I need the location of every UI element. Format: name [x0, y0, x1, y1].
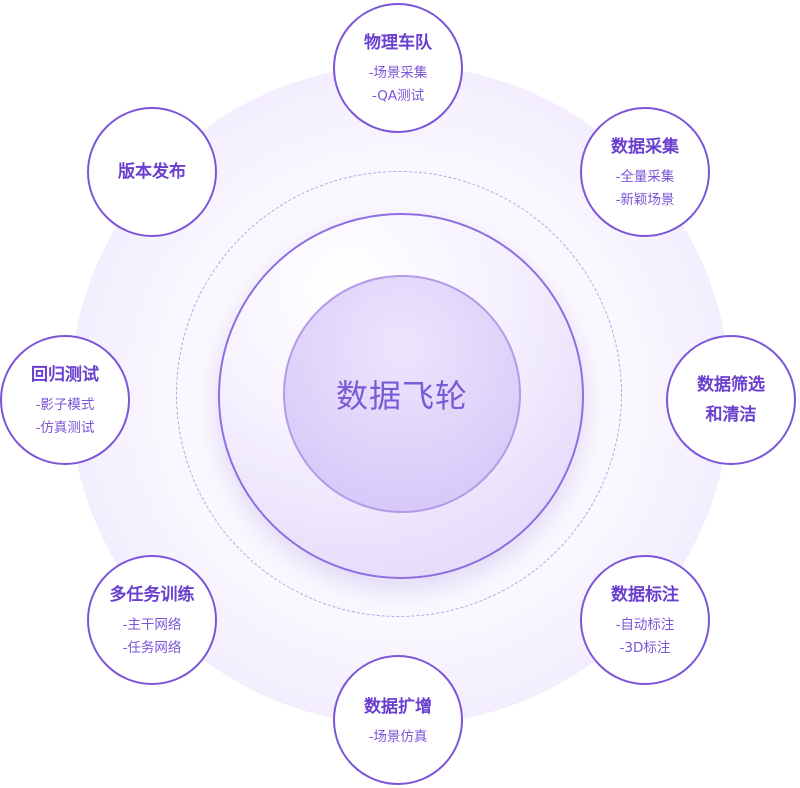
dashed-orbit-ring	[176, 171, 622, 617]
node-subitem: -主干网络	[122, 617, 182, 633]
node-title-line1: 数据筛选	[697, 375, 765, 395]
node-data-augmentation: 数据扩增 -场景仿真	[333, 655, 463, 785]
node-title: 数据采集	[611, 137, 679, 157]
core-title: 数据飞轮	[335, 377, 468, 415]
node-multitask-training: 多任务训练 -主干网络 -任务网络	[87, 555, 217, 685]
node-regression-testing: 回归测试 -影子模式 -仿真测试	[0, 335, 130, 465]
node-subitem: -场景仿真	[368, 728, 428, 745]
node-data-annotation: 数据标注 -自动标注 -3D标注	[580, 555, 710, 685]
node-subitem: -场景采集	[368, 65, 428, 81]
node-subitem: -仿真测试	[35, 420, 95, 436]
node-subitem: -自动标注	[615, 617, 675, 633]
node-subitem: -3D标注	[619, 640, 671, 656]
node-subitem: -QA测试	[371, 88, 425, 104]
node-title: 版本发布	[118, 162, 186, 182]
node-subitem: -全量采集	[615, 169, 675, 185]
node-data-collection: 数据采集 -全量采集 -新颖场景	[580, 107, 710, 237]
node-subitem: -新颖场景	[615, 192, 675, 208]
node-data-filtering-cleaning: 数据筛选 和清洁	[666, 335, 796, 465]
node-subitem: -影子模式	[35, 397, 95, 413]
node-title: 物理车队	[364, 33, 432, 53]
node-physical-fleet: 物理车队 -场景采集 -QA测试	[333, 3, 463, 133]
node-version-release: 版本发布	[87, 107, 217, 237]
node-title-line2: 和清洁	[705, 405, 757, 425]
node-title: 数据标注	[611, 585, 679, 605]
node-title: 数据扩增	[364, 696, 432, 717]
flywheel-core: 数据飞轮	[283, 275, 521, 513]
node-title: 回归测试	[31, 365, 99, 385]
node-title: 多任务训练	[109, 585, 195, 605]
node-subitem: -任务网络	[122, 640, 182, 656]
